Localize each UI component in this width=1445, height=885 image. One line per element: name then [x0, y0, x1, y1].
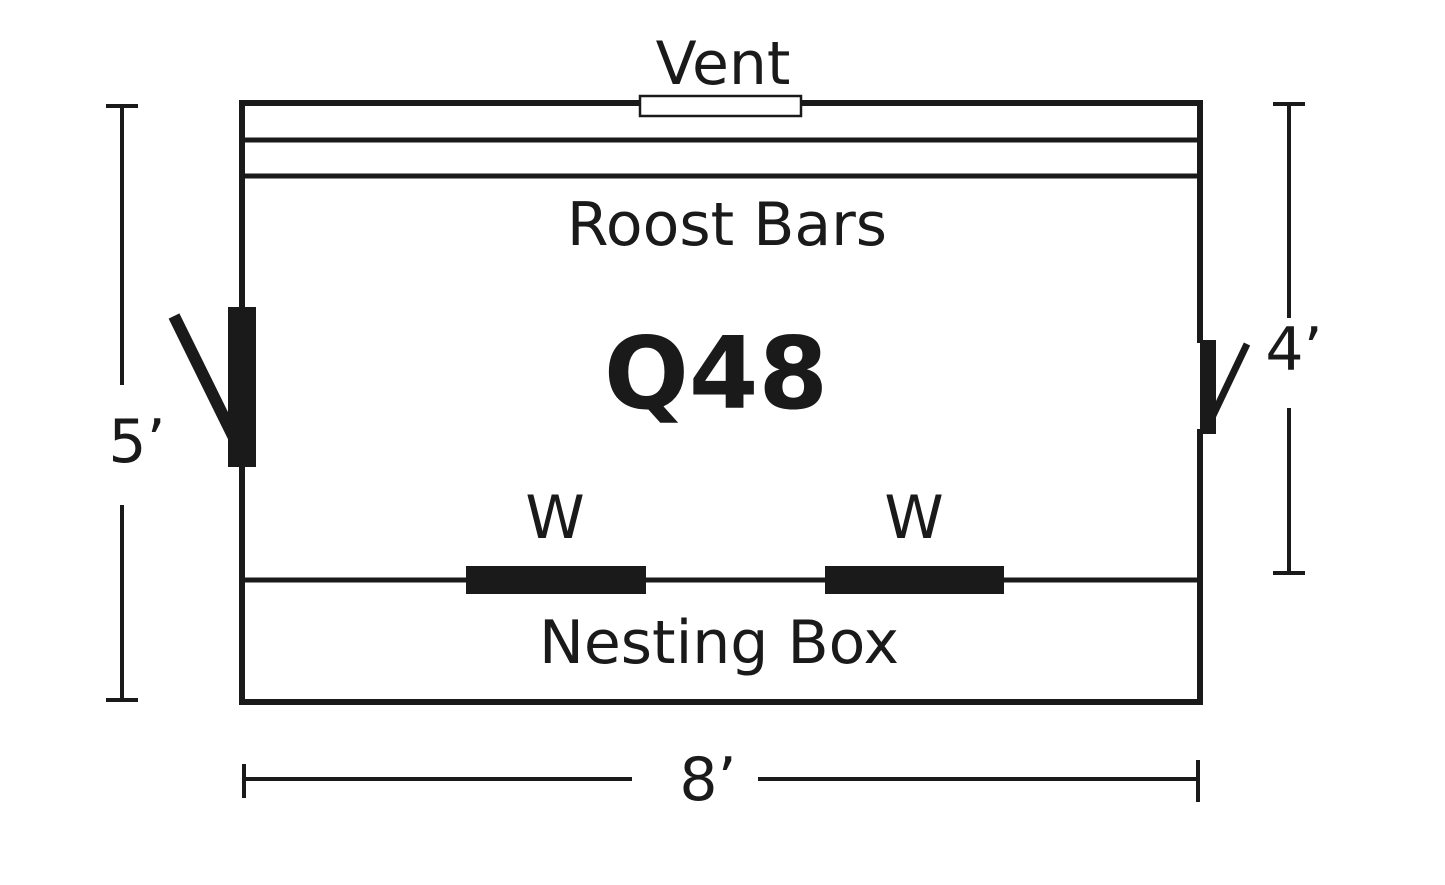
- height-left-label: 5’: [108, 407, 165, 477]
- height-right-label: 4’: [1265, 315, 1322, 385]
- width-label: 8’: [679, 745, 736, 815]
- window-left-label: W: [525, 483, 584, 553]
- vent-label: Vent: [656, 29, 791, 99]
- door-left-swing: [168, 313, 246, 453]
- vent: [638, 94, 803, 118]
- height-dimension-right: [1273, 102, 1305, 575]
- model-label: Q48: [604, 315, 828, 432]
- window-left: [466, 566, 646, 594]
- window-right-label: W: [884, 483, 943, 553]
- height-dimension-left: [106, 104, 138, 702]
- roost-bars-label: Roost Bars: [567, 190, 887, 260]
- width-dimension: [242, 760, 1200, 802]
- door-right-swing: [1203, 342, 1251, 430]
- nesting-box-label: Nesting Box: [539, 608, 899, 678]
- window-right: [825, 566, 1004, 594]
